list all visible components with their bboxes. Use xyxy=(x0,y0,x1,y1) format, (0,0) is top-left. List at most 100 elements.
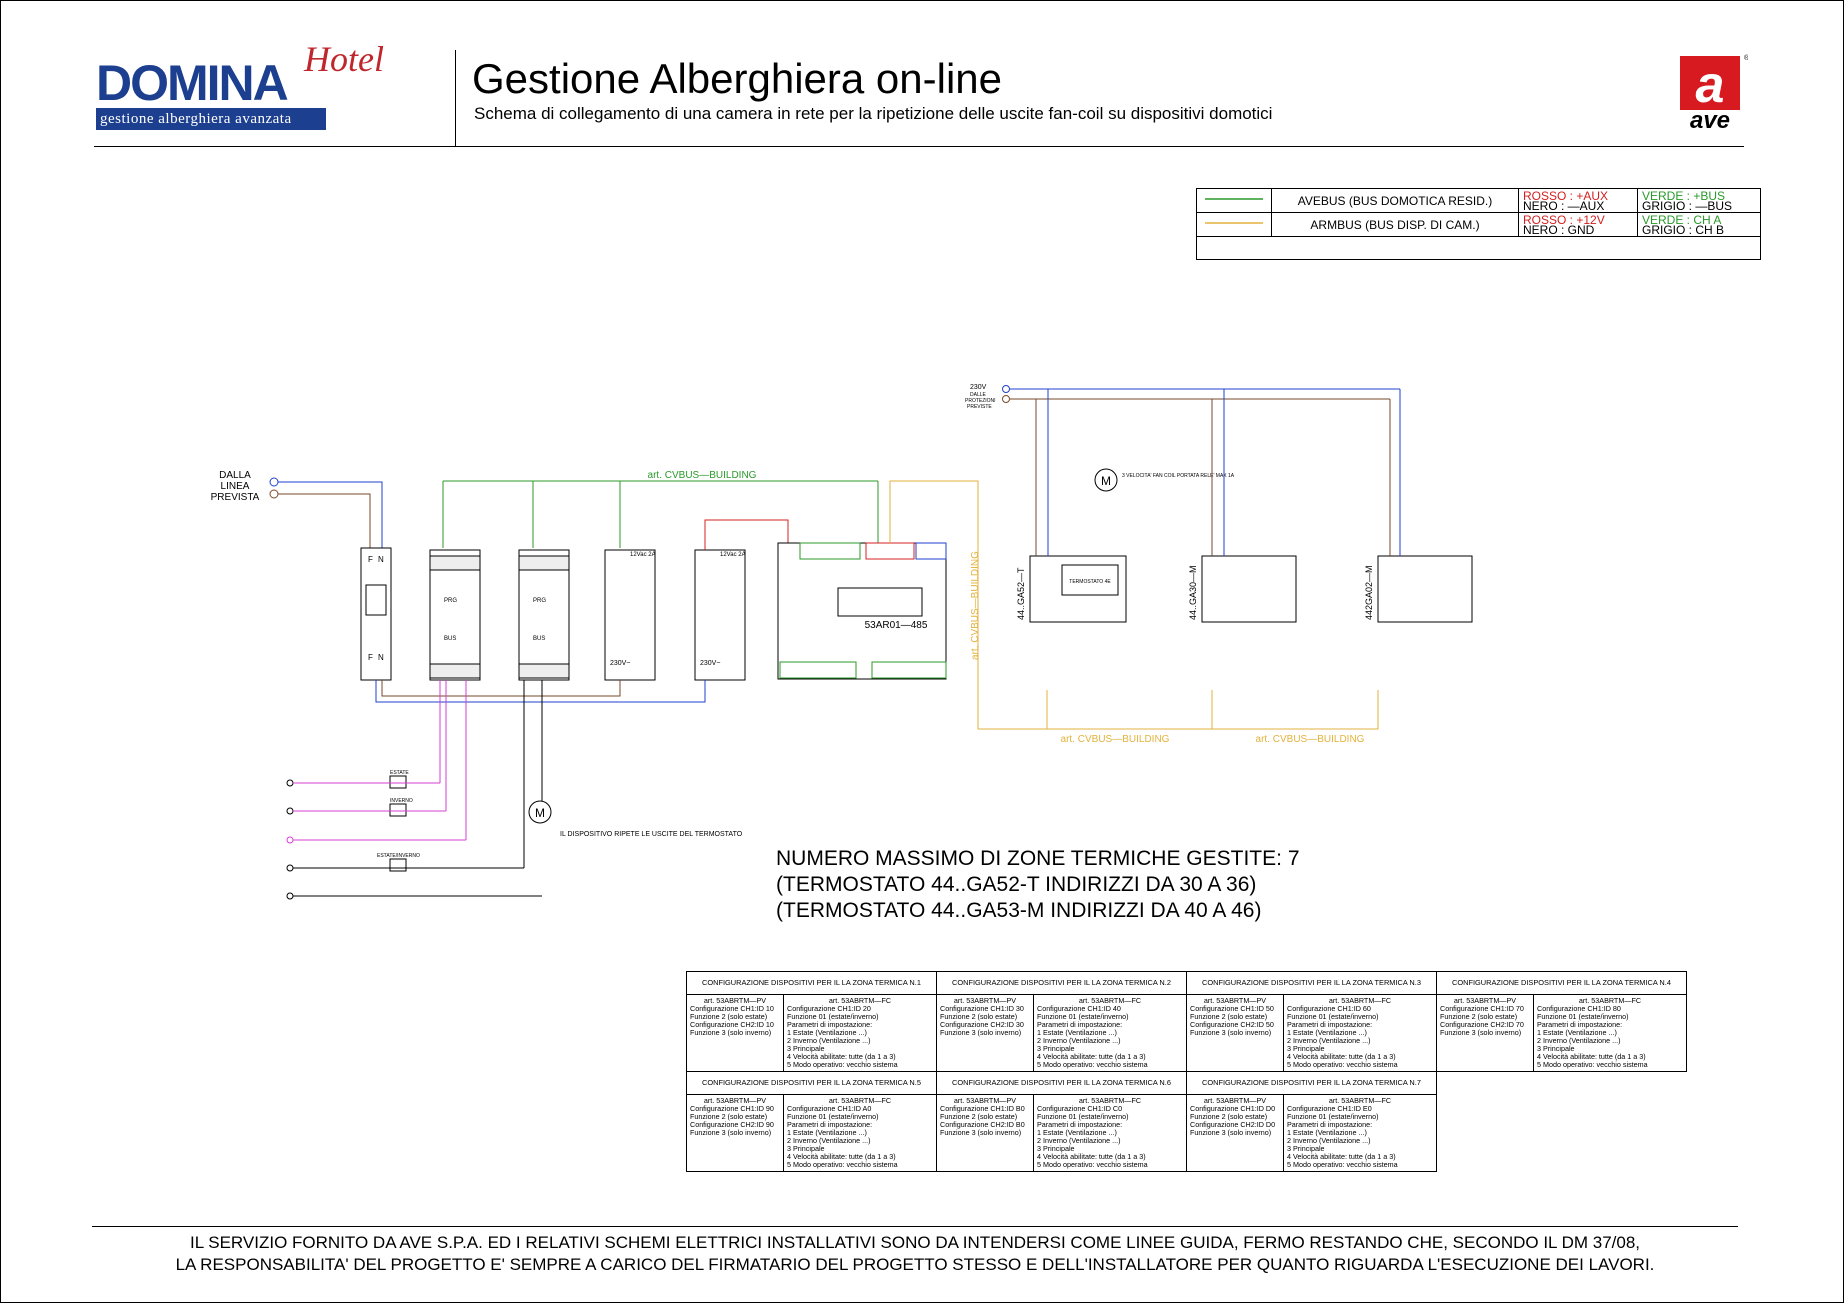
zone-head: CONFIGURAZIONE DISPOSITIVI PER IL LA ZON… xyxy=(936,1071,1187,1095)
legend-color-green: VERDE : CH A xyxy=(1642,212,1722,227)
psu-1: 12Vac 2A 230V~ xyxy=(604,549,656,681)
wire-neutral xyxy=(278,481,383,548)
svg-text:12Vac 2A: 12Vac 2A xyxy=(630,552,656,558)
device-44ga52t: TERMOSTATO 4E 44..GA52—T xyxy=(1016,555,1127,623)
legend-color-green: VERDE : +BUS xyxy=(1642,188,1726,203)
legend-color-red: ROSSO : +AUX xyxy=(1523,188,1609,203)
disclaimer-line: IL SERVIZIO FORNITO DA AVE S.P.A. ED I R… xyxy=(189,1233,1641,1252)
device-44ga30m: 44..GA30—M xyxy=(1188,555,1297,623)
legend-row-avebus: AVEBUS (BUS DOMOTICA RESID.) ROSSO : +AU… xyxy=(1196,188,1761,213)
wire-supply-bottom xyxy=(375,680,706,703)
device-442ga02m: 442GA02—M xyxy=(1364,555,1473,623)
legend-name: AVEBUS (BUS DOMOTICA RESID.) xyxy=(1271,188,1519,213)
svg-text:44..GA52—T: 44..GA52—T xyxy=(1016,567,1026,620)
svg-text:230V: 230V xyxy=(970,384,987,391)
zones-line: (TERMOSTATO 44..GA52-T INDIRIZZI DA 30 A… xyxy=(776,873,1257,896)
svg-text:230V~: 230V~ xyxy=(700,660,720,667)
zones-summary: NUMERO MASSIMO DI ZONE TERMICHE GESTITE:… xyxy=(776,846,1300,924)
svg-text:F: F xyxy=(368,653,373,662)
feed-label: LINEA xyxy=(221,481,250,492)
svg-text:DALLE: DALLE xyxy=(970,392,987,398)
svg-text:INVERNO: INVERNO xyxy=(390,798,413,804)
legend-colors-a: ROSSO : +AUX NERO : —AUX xyxy=(1518,188,1638,213)
header-rule xyxy=(94,146,1744,147)
armbus-label-vertical: art. CVBUS—BUILDING xyxy=(970,551,981,660)
zone-head: CONFIGURAZIONE DISPOSITIVI PER IL LA ZON… xyxy=(1436,971,1687,995)
feed-label: DALLA xyxy=(219,470,251,481)
psu-2: 12Vac 2A 230V~ xyxy=(694,549,746,681)
logo-brand: DOMINA xyxy=(96,55,289,111)
module-fc: PRG BUS xyxy=(518,549,570,681)
cable-legend: AVEBUS (BUS DOMOTICA RESID.) ROSSO : +AU… xyxy=(1196,188,1761,260)
zone-head: CONFIGURAZIONE DISPOSITIVI PER IL LA ZON… xyxy=(686,1071,937,1095)
zone-head: CONFIGURAZIONE DISPOSITIVI PER IL LA ZON… xyxy=(686,971,937,995)
svg-text:PRG: PRG xyxy=(444,598,457,604)
zone-head: CONFIGURAZIONE DISPOSITIVI PER IL LA ZON… xyxy=(1186,971,1437,995)
svg-text:®: ® xyxy=(1744,54,1748,62)
legend-color-grey: GRIGIO : CH B xyxy=(1642,222,1725,237)
module-53ar01: 53AR01—485 xyxy=(777,542,947,680)
svg-text:3 VELOCITA' FAN COIL PORTATA R: 3 VELOCITA' FAN COIL PORTATA RELE' MAX 1… xyxy=(1122,473,1235,479)
feed-label: PREVISTA xyxy=(211,492,260,503)
legend-name: ARMBUS (BUS DISP. DI CAM.) xyxy=(1271,212,1519,237)
footer-disclaimer: IL SERVIZIO FORNITO DA AVE S.P.A. ED I R… xyxy=(92,1232,1738,1276)
ave-logo-text: ave xyxy=(1690,107,1730,132)
svg-text:M: M xyxy=(1101,474,1111,488)
svg-text:BUS: BUS xyxy=(533,636,545,642)
legend-color-red: ROSSO : +12V xyxy=(1523,212,1605,227)
svg-text:PRG: PRG xyxy=(533,598,546,604)
header-separator xyxy=(455,50,456,146)
page-title: Gestione Alberghiera on-line xyxy=(472,55,1003,102)
svg-text:ESTATE: ESTATE xyxy=(390,770,409,776)
module-53ar01-label: 53AR01—485 xyxy=(865,620,928,631)
svg-text:PREVISTE: PREVISTE xyxy=(967,404,992,410)
ave-logo: a ave ® xyxy=(1680,54,1748,132)
page-subtitle: Schema di collegamento di una camera in … xyxy=(474,104,1273,123)
zone-head: CONFIGURAZIONE DISPOSITIVI PER IL LA ZON… xyxy=(1186,1071,1437,1095)
svg-text:BUS: BUS xyxy=(444,636,456,642)
zones-line: NUMERO MASSIMO DI ZONE TERMICHE GESTITE:… xyxy=(776,847,1300,870)
svg-text:N: N xyxy=(378,653,384,662)
svg-text:12Vac 2A: 12Vac 2A xyxy=(720,552,746,558)
svg-text:IL DISPOSITIVO RIPETE LE USCIT: IL DISPOSITIVO RIPETE LE USCITE DEL TERM… xyxy=(560,831,743,838)
svg-text:44..GA30—M: 44..GA30—M xyxy=(1188,565,1198,620)
wire-phase xyxy=(278,493,371,548)
svg-text:ESTATE/INVERNO: ESTATE/INVERNO xyxy=(377,853,420,859)
config-table: CONFIGURAZIONE DISPOSITIVI PER IL LA ZON… xyxy=(686,971,1687,1172)
legend-row-empty xyxy=(1196,236,1761,260)
svg-text:PROTEZIONI: PROTEZIONI xyxy=(965,398,996,404)
legend-row-armbus: ARMBUS (BUS DISP. DI CAM.) ROSSO : +12V … xyxy=(1196,212,1761,237)
logo-script: Hotel xyxy=(304,39,384,79)
feed-terminal xyxy=(269,489,279,499)
legend-color-black: NERO : GND xyxy=(1523,222,1595,237)
cvbus-label: art. CVBUS—BUILDING xyxy=(648,470,757,481)
footer-rule xyxy=(92,1226,1738,1227)
svg-text:TERMOSTATO 4E: TERMOSTATO 4E xyxy=(1069,579,1111,585)
domina-hotel-logo: DOMINA Hotel gestione alberghiera avanza… xyxy=(92,38,412,138)
legend-colors-b: VERDE : CH A GRIGIO : CH B xyxy=(1637,212,1761,237)
svg-text:a: a xyxy=(1696,56,1725,114)
zone-head: CONFIGURAZIONE DISPOSITIVI PER IL LA ZON… xyxy=(936,971,1187,995)
armbus-yellow xyxy=(889,480,1379,730)
legend-swatch-armbus xyxy=(1196,212,1272,237)
legend-color-grey: GRIGIO : —BUS xyxy=(1642,198,1733,213)
legend-colors-b: VERDE : +BUS GRIGIO : —BUS xyxy=(1637,188,1761,213)
svg-text:230V~: 230V~ xyxy=(610,660,630,667)
armbus-label: art. CVBUS—BUILDING xyxy=(1256,734,1365,745)
module-pv: PRG BUS xyxy=(429,549,481,681)
svg-text:F: F xyxy=(368,555,373,564)
